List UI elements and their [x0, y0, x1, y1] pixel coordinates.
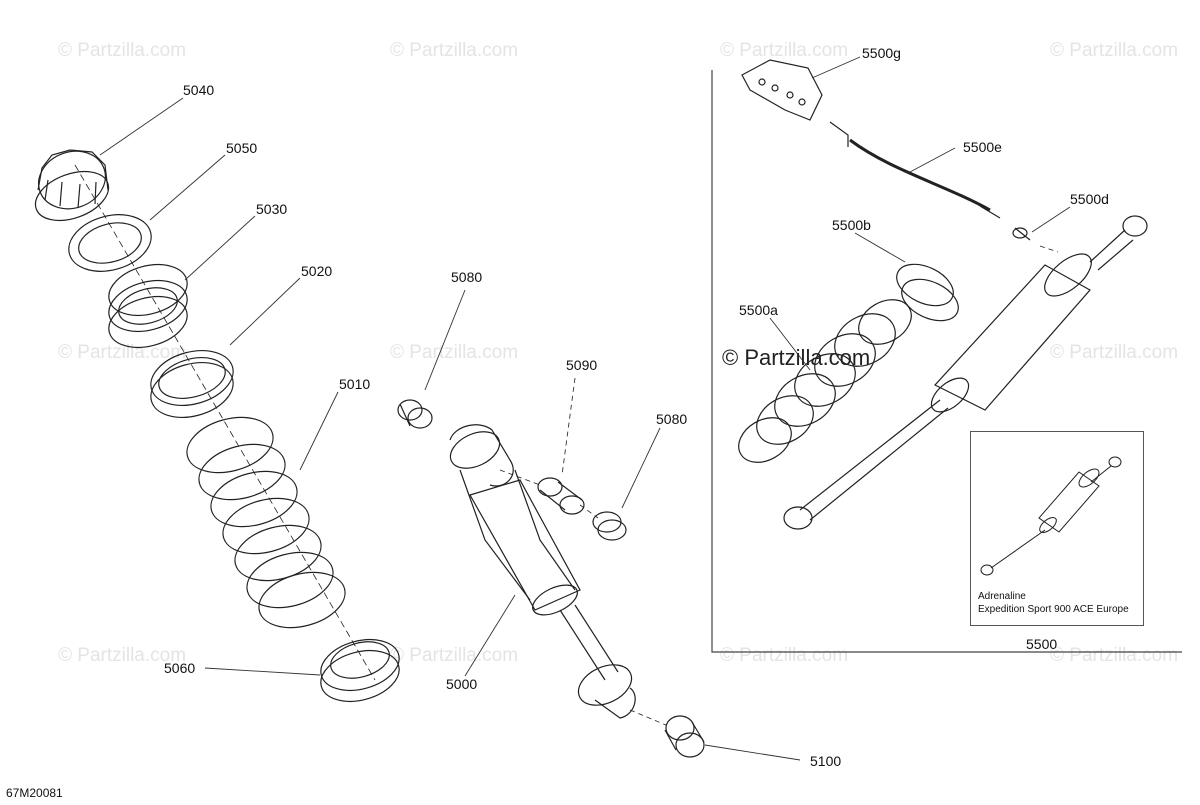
part-label-5090: 5090	[566, 357, 598, 373]
watermark: © Partzilla.com	[1050, 645, 1179, 666]
hose-5500e	[829, 121, 1001, 219]
part-label-5030: 5030	[256, 201, 288, 217]
part-label-5060: 5060	[164, 660, 196, 676]
inset-caption: Adrenaline Expedition Sport 900 ACE Euro…	[978, 590, 1129, 616]
shock-body-5500	[783, 215, 1148, 530]
watermark: © Partzilla.com	[58, 342, 187, 363]
leader-5060	[204, 667, 321, 676]
shock-absorber-5000	[449, 424, 636, 719]
part-label-5500d: 5500d	[1070, 191, 1109, 207]
watermark: © Partzilla.com	[720, 645, 849, 666]
leader-5080-left	[424, 289, 466, 391]
inset-caption-line1: Adrenaline	[978, 591, 1026, 602]
leader-5500e	[909, 147, 956, 173]
part-label-5050: 5050	[226, 140, 258, 156]
part-label-5080-left: 5080	[451, 269, 483, 285]
watermark: © Partzilla.com	[1050, 342, 1179, 363]
spring-seat-top-5040	[34, 149, 110, 222]
part-label-5500a: 5500a	[739, 302, 778, 318]
watermark: © Partzilla.com	[1050, 40, 1179, 61]
part-label-5500: 5500	[1026, 636, 1058, 652]
leader-5010	[299, 391, 339, 471]
bushing-5100	[629, 709, 705, 758]
part-label-5010: 5010	[339, 376, 371, 392]
bushing-5080-left	[397, 399, 433, 429]
leader-5100	[704, 744, 801, 761]
lock-ring-5020	[150, 350, 234, 418]
watermark: © Partzilla.com	[58, 40, 187, 61]
watermark: © Partzilla.com	[390, 342, 519, 363]
bushing-5080-right	[579, 504, 627, 541]
watermark-main: © Partzilla.com	[722, 345, 871, 370]
leader-5090	[561, 377, 576, 476]
leader-5040	[99, 97, 184, 156]
spring-axis-line	[74, 164, 376, 681]
leader-5030	[184, 215, 256, 281]
inset-shock-illustration	[980, 456, 1122, 576]
watermark: © Partzilla.com	[390, 40, 519, 61]
watermark: © Partzilla.com	[58, 645, 187, 666]
inset-caption-line2: Expedition Sport 900 ACE Europe	[978, 604, 1129, 615]
fitting-5500d	[1012, 227, 1059, 253]
ring-5500b	[896, 263, 959, 322]
leader-5500b	[854, 232, 906, 263]
spring-stopper-5060	[320, 639, 400, 702]
part-label-5000: 5000	[446, 676, 478, 692]
coil-spring-5010	[186, 416, 346, 629]
leader-5080-right	[621, 427, 661, 509]
washer-5050	[68, 214, 152, 272]
sleeve-5090	[499, 469, 585, 515]
part-label-5040: 5040	[183, 82, 215, 98]
leader-5500d	[1031, 206, 1071, 233]
leader-5500a	[769, 317, 811, 371]
watermark: © Partzilla.com	[390, 645, 519, 666]
part-label-5500e: 5500e	[963, 139, 1002, 155]
watermark: © Partzilla.com	[720, 40, 849, 61]
bracket-5500g	[741, 59, 823, 121]
part-label-5500b: 5500b	[832, 217, 871, 233]
leader-5020	[229, 277, 301, 346]
adjuster-ring-5030	[108, 264, 188, 348]
part-label-5080-right: 5080	[656, 411, 688, 427]
leader-5000	[464, 594, 516, 677]
bellows-boot-5500a	[738, 299, 912, 463]
group-5500-frame	[711, 70, 1182, 653]
leader-5500g	[811, 56, 861, 79]
model-inset: Adrenaline Expedition Sport 900 ACE Euro…	[970, 431, 1144, 626]
part-label-5020: 5020	[301, 263, 333, 279]
figure-code: 67M20081	[6, 786, 63, 800]
part-label-5500g: 5500g	[862, 45, 901, 61]
leader-5050	[149, 154, 226, 221]
part-label-5100: 5100	[810, 753, 842, 769]
